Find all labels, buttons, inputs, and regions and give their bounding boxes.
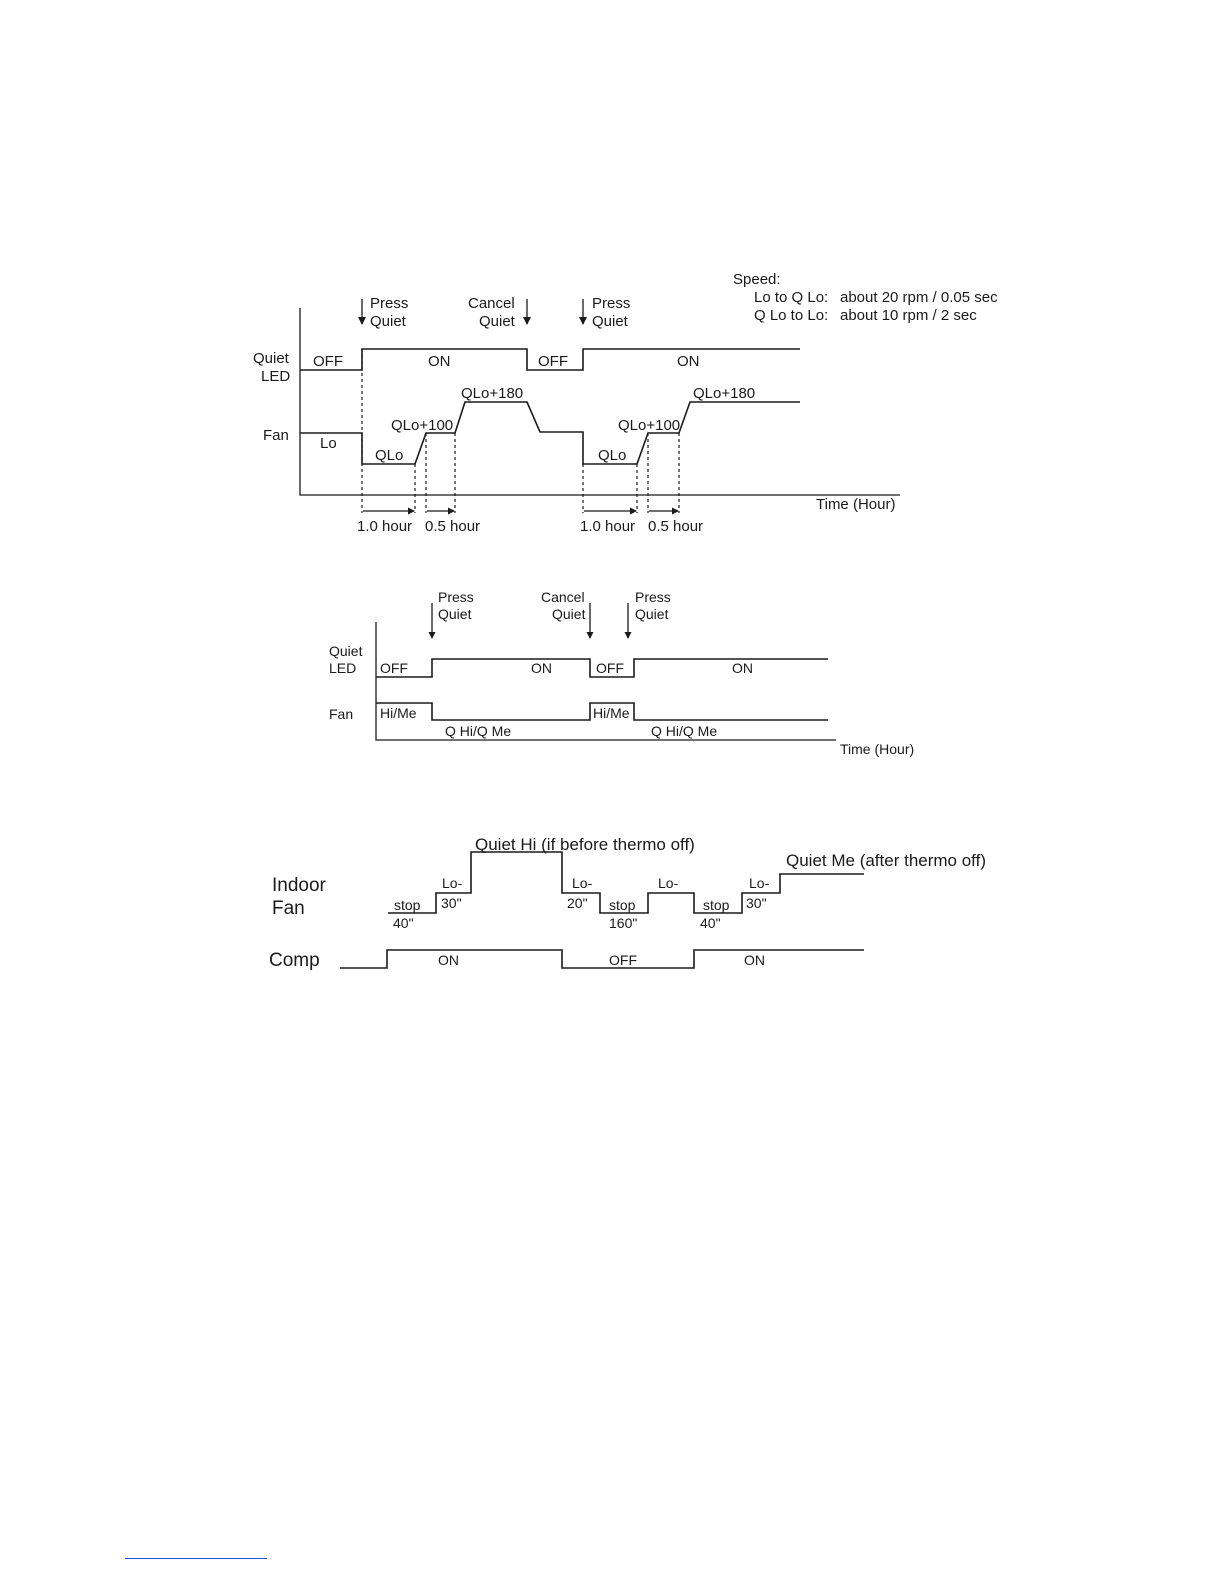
quiet-led-trace [300,348,800,371]
led-on-label: ON [531,660,552,676]
duration-label: 30" [441,895,462,911]
fan-hime-label: Hi/Me [380,705,417,721]
axes [299,308,900,496]
duration-label: 20" [567,895,588,911]
duration-1h-label: 1.0 hour [580,518,635,535]
led-off-label: OFF [313,353,343,370]
lo-label: Lo- [658,875,679,891]
stop-label: stop [394,897,421,913]
comp-on-label: ON [438,952,459,968]
press-quiet-label-2: Quiet [370,313,407,330]
comp-on-label: ON [744,952,765,968]
press-quiet-label-2: Quiet [635,606,669,622]
fan-qlo180-label: QLo+180 [461,385,523,402]
fan-speed-trace [300,401,800,465]
press-quiet-label-2: Quiet [438,606,472,622]
row-label-fan: Fan [263,427,289,444]
duration-label: 40" [700,915,721,931]
row-label-quiet: Quiet [329,643,363,659]
row-label-fan: Fan [272,898,305,919]
fan-hime-label: Hi/Me [593,705,630,721]
press-quiet-label-1: Press [592,295,630,312]
time-axis-label: Time (Hour) [840,741,914,757]
fan-qlo100-label: QLo+100 [618,417,680,434]
cancel-quiet-label-2: Quiet [552,606,586,622]
speed-title: Speed: [733,271,781,288]
press-quiet-label-1: Press [438,589,474,605]
row-label-comp: Comp [269,950,320,971]
row-label-fan: Fan [329,706,353,722]
comp-trace [340,949,864,969]
speed-row2-label: Q Lo to Lo: [754,307,828,324]
duration-1h-label: 1.0 hour [357,518,412,535]
row-label-indoor: Indoor [272,875,327,896]
footnote-rule [125,1558,267,1559]
lo-label: Lo- [749,875,770,891]
duration-label: 30" [746,895,767,911]
row-label-led: LED [329,660,356,676]
speed-row1-value: about 20 rpm / 0.05 sec [840,289,998,306]
stop-label: stop [609,897,636,913]
led-off-label: OFF [596,660,624,676]
duration-05h-label: 0.5 hour [648,518,703,535]
led-on-label: ON [732,660,753,676]
duration-05h-label: 0.5 hour [425,518,480,535]
diagram-quiet-mode-cooling: Speed: Lo to Q Lo: about 20 rpm / 0.05 s… [253,271,998,535]
press-quiet-label-1: Press [635,589,671,605]
duration-label: 40" [393,915,414,931]
speed-row2-value: about 10 rpm / 2 sec [840,307,977,324]
quiet-led-trace [376,658,828,678]
cancel-quiet-label-2: Quiet [479,313,516,330]
fan-qlo180-label: QLo+180 [693,385,755,402]
led-off-label: OFF [538,353,568,370]
fan-lo-label: Lo [320,435,337,452]
press-quiet-label-2: Quiet [592,313,629,330]
lo-label: Lo- [442,875,463,891]
fan-speed-trace [376,702,828,721]
cancel-quiet-label-1: Cancel [541,589,585,605]
indoor-fan-trace [388,851,864,914]
quiet-me-label: Quiet Me (after thermo off) [786,851,986,870]
row-label-led: LED [261,368,290,385]
led-on-label: ON [428,353,451,370]
fan-qlo-label: QLo [598,447,626,464]
speed-row1-label: Lo to Q Lo: [754,289,828,306]
comp-off-label: OFF [609,952,637,968]
fan-qlo100-label: QLo+100 [391,417,453,434]
axes [375,622,836,741]
diagram-quiet-mode-hi-me: Time (Hour) Press Quiet Cancel Quiet Pre… [329,589,914,757]
fan-quiet-label: Q Hi/Q Me [445,723,511,739]
led-off-label: OFF [380,660,408,676]
cancel-quiet-label-1: Cancel [468,295,515,312]
duration-label: 160" [609,915,637,931]
row-label-quiet: Quiet [253,350,290,367]
press-quiet-label-1: Press [370,295,408,312]
quiet-hi-label: Quiet Hi (if before thermo off) [475,835,695,854]
lo-label: Lo- [572,875,593,891]
stop-label: stop [703,897,730,913]
fan-quiet-label: Q Hi/Q Me [651,723,717,739]
diagram-indoor-fan-thermo: Indoor Fan Comp Quiet Hi (if before ther… [269,835,986,971]
led-on-label: ON [677,353,700,370]
time-axis-label: Time (Hour) [816,496,895,513]
fan-qlo-label: QLo [375,447,403,464]
